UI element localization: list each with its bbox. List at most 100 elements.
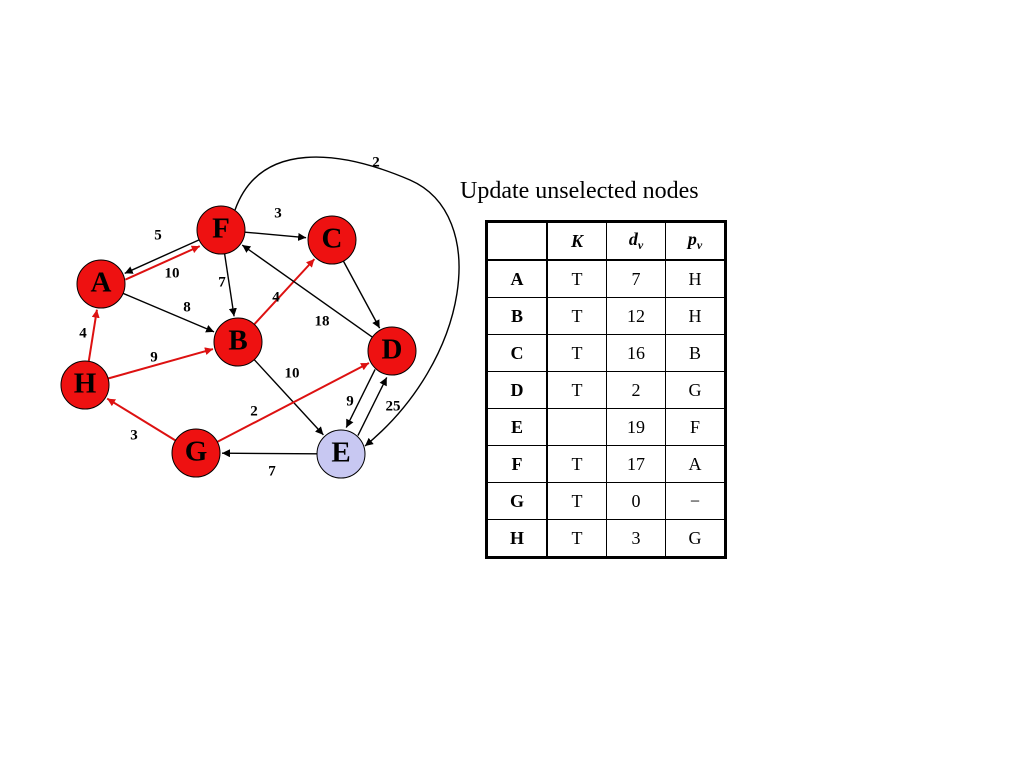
header-d-label: d (628, 229, 638, 249)
row-node-label: G (486, 482, 548, 520)
header-d-subscript: v (637, 238, 644, 252)
edge-weight-label: 18 (315, 313, 330, 329)
edge-f-c (244, 231, 307, 241)
row-node-label: H (486, 519, 548, 558)
node-circle (171, 428, 221, 478)
cell-k: T (546, 519, 607, 558)
cell-d: 0 (606, 482, 666, 520)
header-p-subscript: v (696, 238, 703, 252)
node-circle (76, 259, 126, 309)
edge-weight-label: 9 (150, 349, 158, 365)
cell-k: T (546, 371, 607, 409)
node-h: H (60, 360, 110, 410)
edge-weight-label: 4 (79, 325, 87, 341)
edge-d-f (241, 244, 373, 338)
table-header-row: K dv pv (486, 221, 726, 261)
edge-e-d (357, 377, 388, 436)
cell-k (546, 408, 607, 446)
cell-k: T (546, 297, 607, 335)
header-p-label: p (687, 229, 697, 249)
row-node-label: A (486, 259, 548, 298)
node-label: D (382, 334, 403, 366)
edge-e-g (221, 449, 318, 458)
edge-weight-label: 3 (130, 427, 138, 443)
edge-weight-label: 3 (274, 205, 282, 221)
node-label: G (185, 436, 208, 468)
cell-p: − (665, 482, 726, 520)
cell-k: T (546, 445, 607, 483)
cell-p: H (665, 259, 726, 298)
edge-weight-label: 8 (183, 299, 191, 315)
edge-a-f (124, 245, 201, 281)
node-circle (196, 205, 246, 255)
row-node-label: C (486, 334, 548, 372)
cell-p: F (665, 408, 726, 446)
node-g: G (171, 428, 221, 478)
cell-k: T (546, 259, 607, 298)
edge-weight-label: 9 (346, 393, 354, 409)
edge-weight-label: 2 (250, 403, 258, 419)
edge-weight-label: 7 (218, 274, 226, 290)
header-p: pv (665, 221, 726, 261)
edge-a-b (122, 292, 215, 333)
edge-weight-label: 7 (268, 463, 276, 479)
node-label: C (322, 223, 343, 255)
cell-d: 3 (606, 519, 666, 558)
node-circle (307, 215, 357, 265)
edges-layer: 5 10 3 7 8 4 18 4 9 10 3 2 9 25 7 2 (79, 154, 460, 479)
edge-b-c (253, 258, 316, 326)
row-node-label: D (486, 371, 548, 409)
node-label: B (228, 325, 247, 357)
node-d: D (367, 326, 417, 376)
edge-weight-label: 10 (285, 365, 300, 381)
edge-f-a (124, 239, 200, 274)
node-circle (213, 317, 263, 367)
row-node-label: B (486, 297, 548, 335)
edge-g-h (106, 397, 177, 442)
node-e: E (316, 429, 366, 479)
node-label: A (91, 267, 112, 299)
edge-c-d (342, 260, 381, 329)
node-c: C (307, 215, 357, 265)
node-label: E (331, 437, 350, 469)
edge-f-e (234, 156, 460, 447)
node-circle (60, 360, 110, 410)
cell-d: 2 (606, 371, 666, 409)
cell-d: 19 (606, 408, 666, 446)
row-node-label: E (486, 408, 548, 446)
edge-f-b (223, 253, 237, 317)
cell-k: T (546, 482, 607, 520)
edge-h-a (87, 309, 100, 362)
edge-g-d (216, 362, 370, 443)
cell-k: T (546, 334, 607, 372)
node-label: H (74, 368, 97, 400)
edge-h-b (107, 347, 214, 380)
edge-weight-label: 4 (272, 289, 280, 305)
header-d: dv (606, 221, 666, 261)
cell-d: 17 (606, 445, 666, 483)
cell-d: 7 (606, 259, 666, 298)
header-k-label: K (570, 230, 583, 251)
cell-d: 16 (606, 334, 666, 372)
cell-p: G (665, 519, 726, 558)
edge-weight-label: 2 (372, 154, 380, 170)
edge-weight-label: 5 (154, 227, 162, 243)
cell-p: H (665, 297, 726, 335)
cell-p: B (665, 334, 726, 372)
edge-weight-label: 10 (165, 265, 180, 281)
edge-b-e (253, 359, 324, 436)
node-circle (367, 326, 417, 376)
edge-weight-label: 25 (386, 398, 401, 414)
cell-p: G (665, 371, 726, 409)
table-title: Update unselected nodes (460, 178, 699, 204)
